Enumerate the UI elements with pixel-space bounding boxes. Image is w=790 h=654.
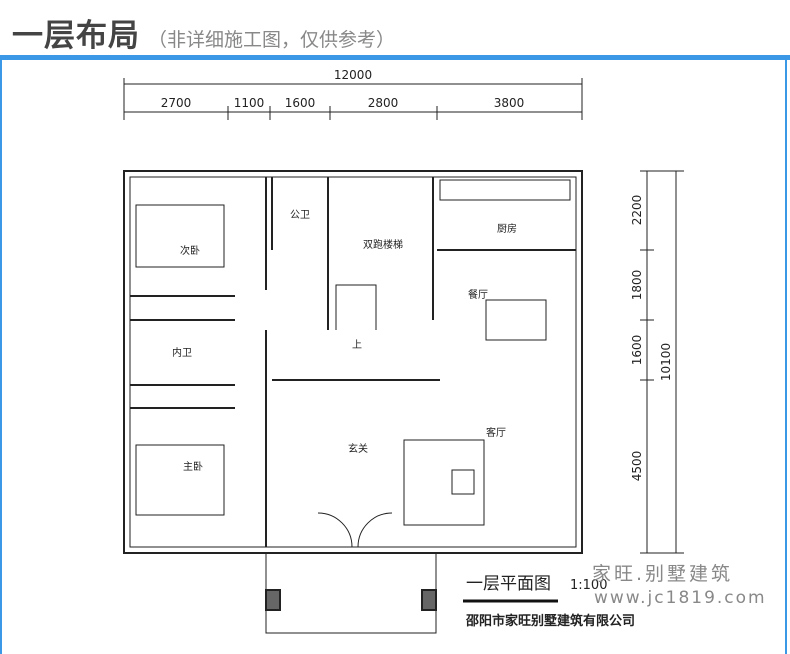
dim-total-width: 12000	[334, 68, 372, 82]
watermark-url: www.jc1819.com	[594, 588, 767, 608]
dim-top: 2800	[368, 96, 399, 110]
room-label: 客厅	[486, 426, 506, 439]
content-frame	[0, 60, 787, 654]
dim-top: 2700	[161, 96, 192, 110]
accent-bar	[0, 55, 790, 60]
dim-top: 3800	[494, 96, 525, 110]
page-title: 一层布局	[12, 18, 140, 54]
plan-title: 一层平面图	[466, 574, 551, 594]
walls	[123, 170, 583, 634]
dim-right: 1600	[630, 335, 644, 366]
room-label: 上	[352, 339, 362, 351]
dim-right: 1800	[630, 270, 644, 301]
dim-top: 1600	[285, 96, 316, 110]
plan-scale: 1:100	[570, 578, 607, 593]
furniture	[135, 179, 571, 548]
room-label: 公卫	[290, 210, 310, 221]
room-label: 次卧	[180, 244, 200, 257]
room-label: 厨房	[497, 222, 517, 235]
watermark-name: 家旺.别墅建筑	[592, 563, 733, 585]
dimension-lines	[123, 78, 684, 554]
room-label: 主卧	[183, 460, 203, 473]
room-label: 玄关	[348, 442, 368, 455]
room-label: 双跑楼梯	[363, 238, 403, 251]
page-subtitle: （非详细施工图，仅供参考）	[148, 29, 396, 51]
room-label: 内卫	[172, 346, 192, 359]
room-label: 餐厅	[468, 288, 488, 301]
dim-right: 2200	[630, 195, 644, 226]
dim-top: 1100	[234, 96, 265, 110]
company-name: 邵阳市家旺别墅建筑有限公司	[465, 613, 635, 629]
dim-right: 4500	[630, 451, 644, 482]
dim-total-height: 10100	[659, 343, 673, 381]
header: 一层布局 （非详细施工图，仅供参考）	[12, 10, 395, 55]
